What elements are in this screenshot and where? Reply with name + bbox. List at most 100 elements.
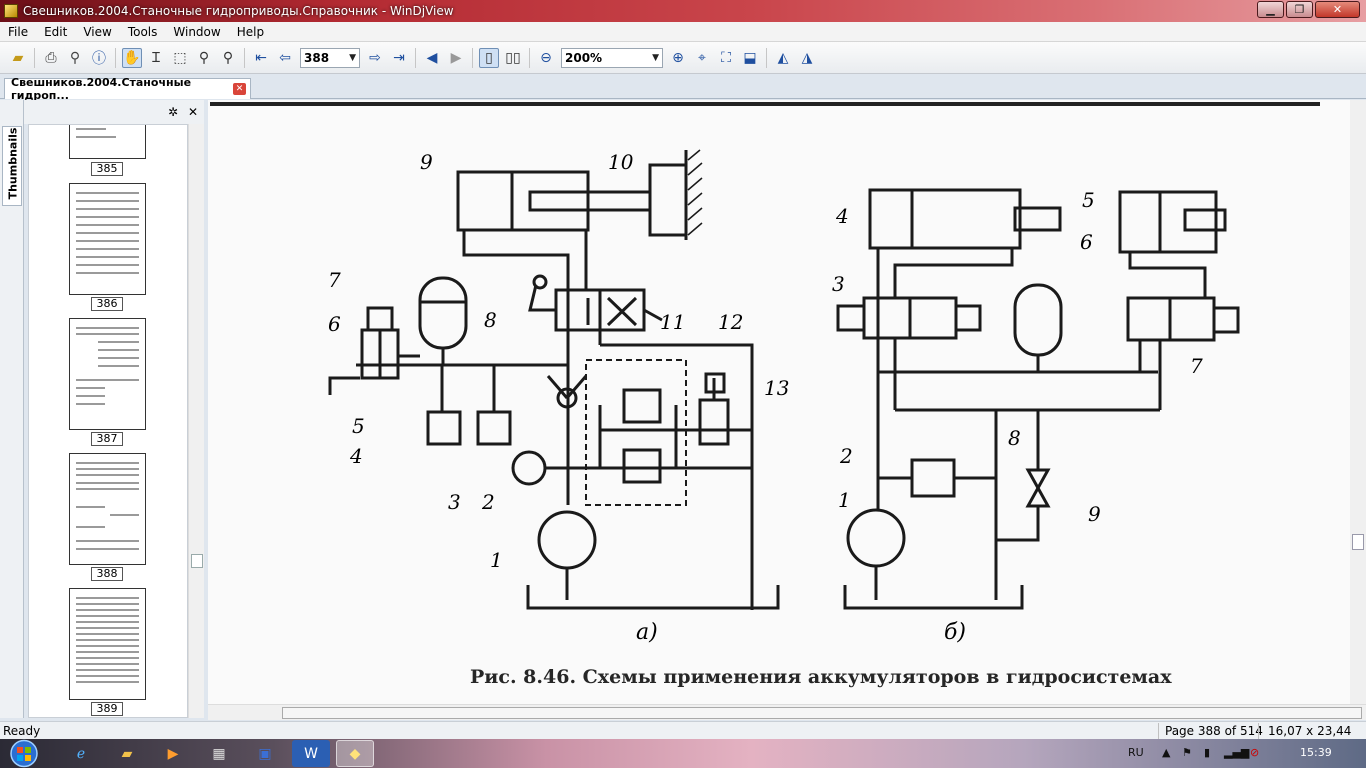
language-indicator[interactable]: RU: [1128, 746, 1144, 759]
thumbnails-tab[interactable]: Thumbnails: [2, 126, 22, 206]
action-center-flag-icon[interactable]: ⚑: [1182, 746, 1192, 759]
label-a-10: 10: [608, 150, 634, 174]
thumbnails-list: 385 386 387 388 389: [28, 124, 188, 718]
maximize-button[interactable]: ❐: [1286, 1, 1313, 18]
windjview-task-icon[interactable]: ◆: [336, 740, 374, 767]
previous-page-icon[interactable]: ⇦: [279, 49, 291, 66]
settings-gear-icon[interactable]: ✲: [168, 105, 179, 119]
label-b-3: 3: [832, 272, 845, 296]
find-binoculars-icon[interactable]: ⚲: [69, 49, 81, 66]
forward-icon[interactable]: ▶: [450, 49, 462, 66]
thumbnail-page-385[interactable]: [69, 125, 146, 159]
scrollbar-thumb[interactable]: [1352, 534, 1364, 550]
title-bar: Свешников.2004.Станочные гидроприводы.Сп…: [0, 0, 1366, 22]
print-icon[interactable]: ⎙: [45, 49, 57, 66]
fit-width-icon[interactable]: ⛶: [721, 49, 731, 66]
status-bar: Ready Page 388 of 514 16,07 x 23,44 cm: [0, 721, 1366, 752]
battery-icon[interactable]: ▮: [1204, 746, 1211, 759]
thumbnails-panel-header: ✲ ✕: [24, 100, 204, 124]
close-tab-icon[interactable]: ✕: [233, 83, 246, 95]
rotate-left-icon[interactable]: ◭: [777, 49, 789, 66]
last-page-icon[interactable]: ⇥: [393, 49, 405, 66]
label-b-9: 9: [1088, 502, 1101, 526]
show-hidden-icons-icon[interactable]: ▲: [1162, 746, 1171, 759]
label-a-6: 6: [328, 312, 341, 336]
network-signal-icon[interactable]: ▂▄▆: [1224, 746, 1250, 759]
first-page-icon[interactable]: ⇤: [255, 49, 267, 66]
document-tab-strip: Свешников.2004.Станочные гидроп... ✕: [0, 75, 1366, 102]
calculator-icon[interactable]: ▦: [212, 745, 226, 762]
internet-explorer-icon[interactable]: ℯ: [76, 745, 86, 762]
windjview-app-icon: [4, 4, 18, 18]
thumbnails-scrollbar[interactable]: [188, 124, 204, 718]
fit-page-icon[interactable]: ⌖: [698, 49, 706, 66]
menu-tools[interactable]: Tools: [127, 24, 158, 39]
volume-muted-icon[interactable]: ⊘: [1250, 746, 1260, 759]
thumbnail-page-386[interactable]: [69, 183, 146, 295]
label-b-6: 6: [1080, 230, 1093, 254]
label-b-subfigure: б): [944, 620, 967, 645]
side-panel-tabs: Thumbnails: [0, 100, 24, 718]
status-text: Ready: [3, 724, 41, 738]
label-a-4: 4: [350, 444, 363, 468]
zoom-in-icon[interactable]: ⊕: [672, 49, 684, 66]
zoom-combo[interactable]: 200% ▼: [561, 47, 663, 68]
hand-tool-icon[interactable]: ✋: [122, 47, 142, 68]
label-b-7: 7: [1190, 354, 1203, 378]
thumbnail-page-387[interactable]: [69, 318, 146, 430]
facing-pages-layout-icon[interactable]: ▯▯: [505, 49, 521, 66]
clock[interactable]: 15:39: [1300, 746, 1332, 759]
thumbnail-label: 386: [91, 297, 123, 311]
label-a-7: 7: [328, 268, 341, 292]
info-icon[interactable]: ⓘ: [92, 50, 106, 67]
menu-help[interactable]: Help: [236, 24, 265, 39]
thumbnail-page-389[interactable]: [69, 588, 146, 700]
rect-select-icon[interactable]: ⬚: [173, 49, 187, 66]
thumbnail-label: 389: [91, 702, 123, 716]
label-a-subfigure: а): [636, 620, 658, 645]
next-page-icon[interactable]: ⇨: [369, 49, 381, 66]
hydraulic-schematics-diagram: [328, 149, 1240, 610]
page-top-rule: [210, 102, 1320, 106]
zoom-out-icon[interactable]: ⊖: [540, 49, 552, 66]
label-a-3: 3: [448, 490, 461, 514]
zoom-in-tool-icon[interactable]: ⚲: [198, 49, 210, 66]
actual-size-icon[interactable]: ⬓: [743, 49, 757, 66]
open-folder-icon[interactable]: ▰: [12, 49, 24, 66]
word-icon[interactable]: W: [292, 740, 330, 767]
single-page-layout-icon[interactable]: ▯: [479, 47, 499, 68]
close-button[interactable]: ✕: [1315, 1, 1360, 18]
label-a-9: 9: [420, 150, 433, 174]
close-panel-icon[interactable]: ✕: [188, 105, 199, 119]
label-b-4: 4: [836, 204, 849, 228]
system-tray: RU ▲ ⚑ ▮ ▂▄▆ ⊘ 15:39: [1116, 739, 1366, 768]
menu-window[interactable]: Window: [173, 24, 221, 39]
taskbar: ℯ ▰ ▶ ▦ ▣ W ◆ RU ▲ ⚑ ▮ ▂▄▆ ⊘ 15:39: [0, 739, 1366, 768]
menu-edit[interactable]: Edit: [44, 24, 68, 39]
menu-file[interactable]: File: [8, 24, 29, 39]
label-a-11: 11: [660, 310, 686, 334]
windows-start-icon[interactable]: [4, 739, 44, 768]
document-tab-label: Свешников.2004.Станочные гидроп...: [11, 76, 192, 102]
file-explorer-icon[interactable]: ▰: [121, 745, 133, 762]
rotate-right-icon[interactable]: ◮: [801, 49, 813, 66]
back-icon[interactable]: ◀: [426, 49, 438, 66]
document-vertical-scrollbar[interactable]: [1350, 100, 1366, 704]
chevron-down-icon: ▼: [652, 52, 659, 63]
page-number-combo[interactable]: 388 ▼: [300, 47, 360, 68]
window-title: Свешников.2004.Станочные гидроприводы.Сп…: [23, 4, 454, 18]
minimize-button[interactable]: ▁: [1257, 1, 1284, 18]
save-floppy-icon[interactable]: ▣: [258, 745, 272, 762]
thumbnail-page-388[interactable]: [69, 453, 146, 565]
media-player-icon[interactable]: ▶: [167, 745, 179, 762]
label-a-13: 13: [764, 376, 790, 400]
document-tab[interactable]: Свешников.2004.Станочные гидроп... ✕: [4, 76, 251, 102]
thumbnail-label: 387: [91, 432, 123, 446]
menu-view[interactable]: View: [83, 24, 112, 39]
scrollbar-thumb[interactable]: [282, 707, 1362, 719]
text-select-icon[interactable]: Ɪ: [152, 50, 160, 66]
document-horizontal-scrollbar[interactable]: [208, 704, 1366, 720]
document-view[interactable]: 9 10 7 8 11 12 6 13 5 4 3 2 1 а) 4 5 6 3…: [208, 100, 1350, 704]
scrollbar-thumb[interactable]: [191, 554, 203, 568]
zoom-out-tool-icon[interactable]: ⚲: [222, 49, 234, 66]
